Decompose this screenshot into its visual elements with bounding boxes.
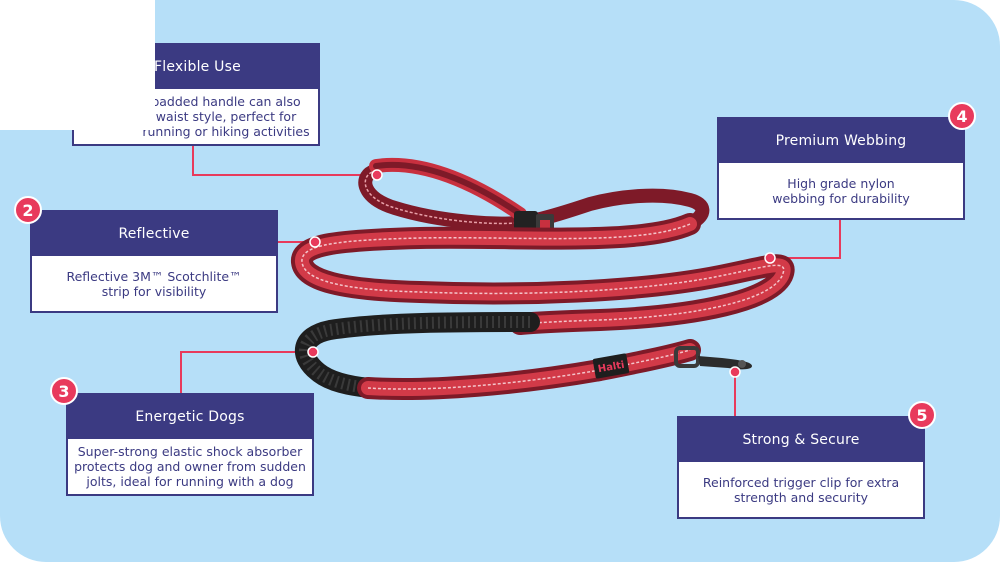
feature-title: Reflective: [32, 212, 276, 256]
callout-lines: [180, 144, 841, 416]
feature-description-line: waist style, perfect for: [155, 109, 297, 124]
feature-number-badge: 5: [908, 401, 936, 429]
feature-title: Premium Webbing: [719, 119, 963, 163]
feature-description-line: strength and security: [733, 489, 869, 505]
feature-description-line: Super-strong elastic shock absorber: [77, 444, 303, 459]
feature-description-line: High grade nylon: [787, 175, 895, 191]
callout-dots: [307, 169, 776, 378]
blank-corner-overlay-front: [0, 0, 155, 130]
feature-description: High grade nylon webbing for durability: [719, 163, 963, 218]
callout-dot-energetic-dogs: [307, 346, 319, 358]
callout-dot-strong-secure: [729, 366, 741, 378]
feature-description-line: padded handle can also: [151, 94, 301, 109]
feature-number-badge: 4: [948, 102, 976, 130]
feature-description-line: Reinforced trigger clip for extra: [702, 474, 900, 490]
callout-dot-flexible-use: [371, 169, 383, 181]
callout-line-premium-webbing: [771, 219, 841, 259]
feature-description-line: protects dog and owner from sudden: [74, 459, 306, 474]
feature-description: Reinforced trigger clip for extra streng…: [679, 462, 923, 517]
feature-card-premium-webbing: Premium Webbing High grade nylon webbing…: [717, 117, 965, 220]
feature-number-badge: 2: [14, 196, 42, 224]
feature-description: padded handle can also waist style, perf…: [74, 89, 318, 144]
trigger-clip: [674, 346, 752, 370]
feature-number-badge: 3: [50, 377, 78, 405]
brand-tag-label: Halti: [597, 360, 625, 375]
feature-description-line: jolts, ideal for running with a dog: [86, 474, 294, 489]
feature-title: Energetic Dogs: [68, 395, 312, 439]
feature-description: Super-strong elastic shock absorber prot…: [68, 439, 312, 494]
callout-line-flexible-use: [192, 144, 376, 176]
shock-absorber: [294, 312, 540, 398]
leash-strap: [291, 213, 795, 335]
leash-lower-strap: [357, 339, 701, 401]
callout-dot-premium-webbing: [764, 252, 776, 264]
feature-card-strong-secure: Strong & Secure Reinforced trigger clip …: [677, 416, 925, 519]
feature-description-line: Reflective 3M™ Scotchlite™: [66, 268, 242, 284]
brand-tag: [592, 353, 630, 379]
callout-line-energetic-dogs: [180, 351, 312, 394]
feature-description: Reflective 3M™ Scotchlite™ strip for vis…: [32, 256, 276, 311]
feature-description-line: strip for visibility: [101, 283, 207, 299]
feature-card-reflective: Reflective Reflective 3M™ Scotchlite™ st…: [30, 210, 278, 313]
feature-title: Strong & Secure: [679, 418, 923, 462]
callout-dot-reflective: [309, 236, 321, 248]
feature-description-line: webbing for durability: [772, 190, 910, 206]
feature-card-energetic-dogs: Energetic Dogs Super-strong elastic shoc…: [66, 393, 314, 496]
feature-description-line: running or hiking activities: [142, 124, 310, 139]
